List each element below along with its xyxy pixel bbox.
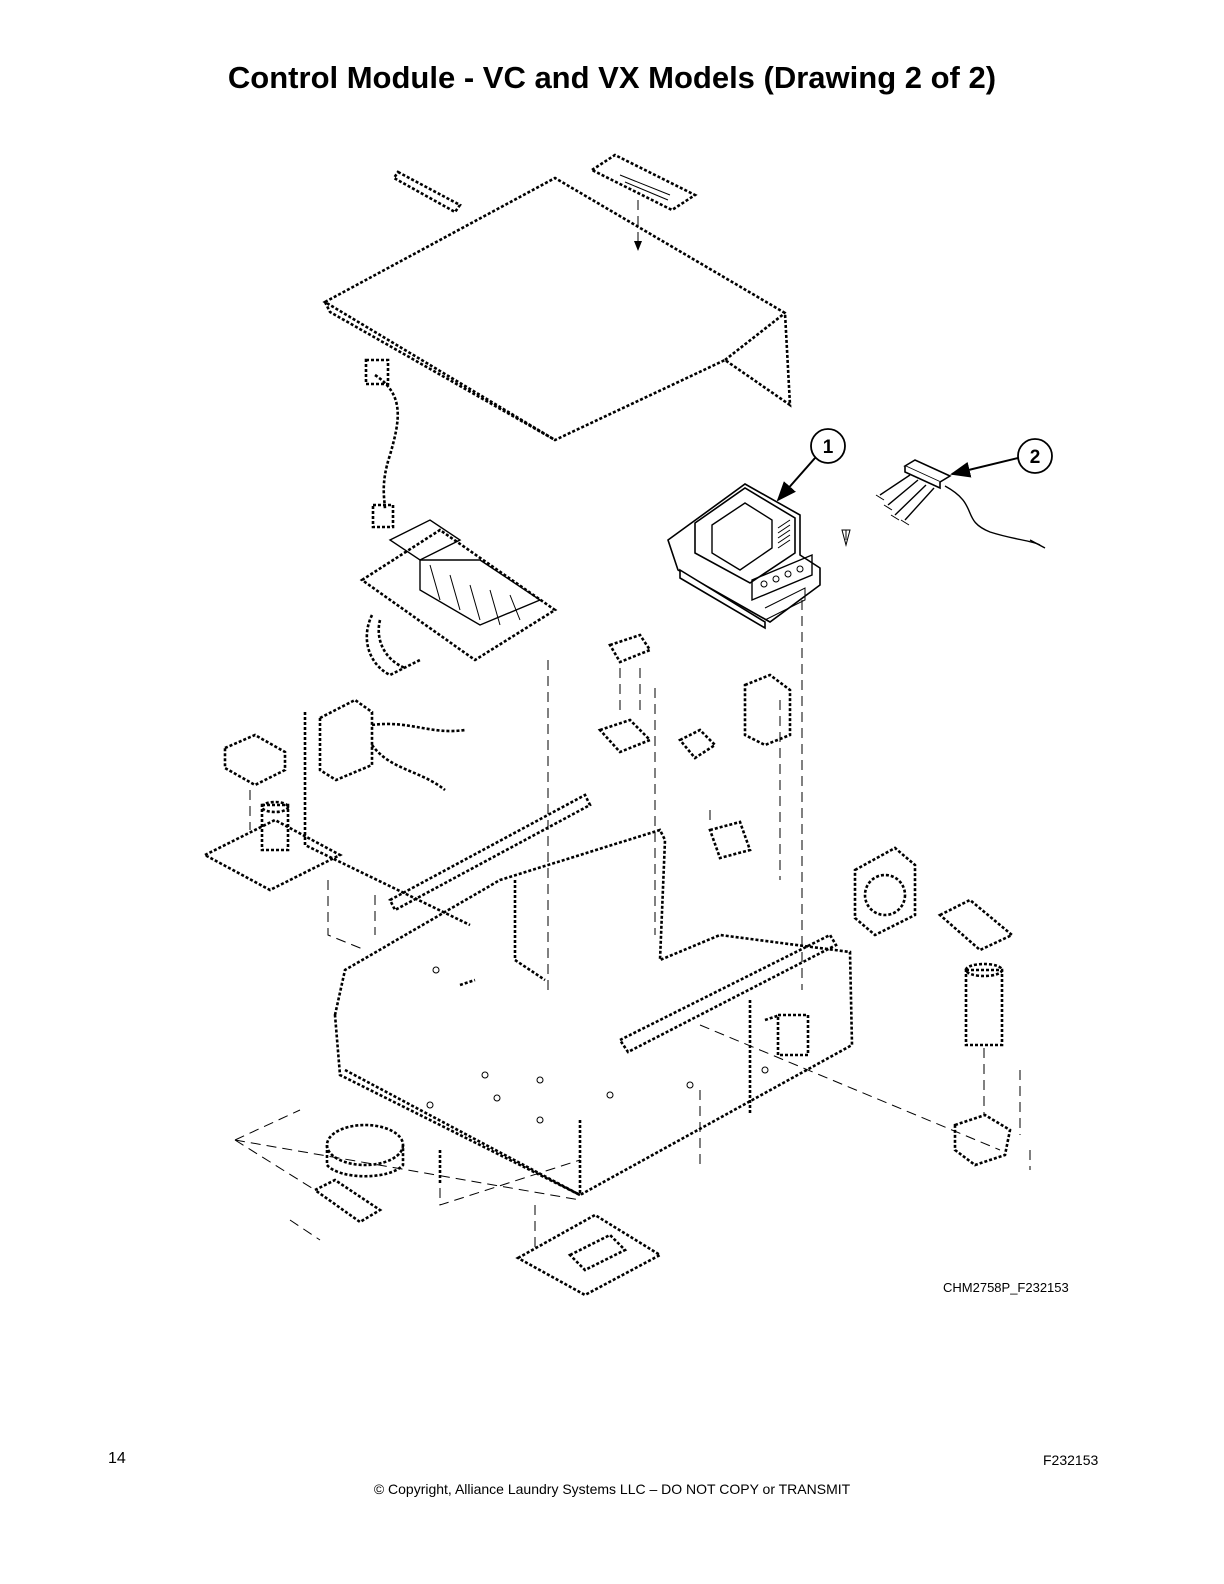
callout-2: 2 [950,438,1053,478]
page-title: Control Module - VC and VX Models (Drawi… [227,60,997,95]
callout-2-label: 2 [1030,447,1041,468]
capacitor-board [202,800,376,951]
relay-box [223,733,287,830]
cooling-fan [853,846,917,937]
ribbon-cable [364,358,399,529]
copyright-notice: © Copyright, Alliance Laundry Systems LL… [373,1481,851,1497]
relay-block [654,673,792,935]
timer-switch [325,1123,405,1178]
mounting-rail [388,793,838,1054]
cover-label-plate [589,153,698,212]
terminal-bracket [597,633,653,754]
page-number: 14 [108,1450,126,1467]
document-id: F232153 [1043,1452,1099,1468]
main-circuit-board [359,519,558,677]
capacitor-mount [953,1070,1031,1170]
drawing-code: CHM2758P_F232153 [943,1280,1069,1295]
callout-1: 1 [776,428,846,502]
terminal-strip [708,810,752,860]
transformer-bracket [303,698,471,927]
control-chassis [333,828,854,1197]
lower-screw [438,1150,581,1206]
callout-1-label: 1 [823,437,834,458]
wire-harness [875,459,1046,549]
terminal-block-right [937,898,1015,952]
top-cover-panel [322,176,792,442]
run-capacitor [964,962,1004,1115]
switch-bracket [234,1109,383,1241]
bottom-cover-plate [515,1205,663,1297]
cover-strap [392,170,462,214]
control-display-module [667,483,821,630]
